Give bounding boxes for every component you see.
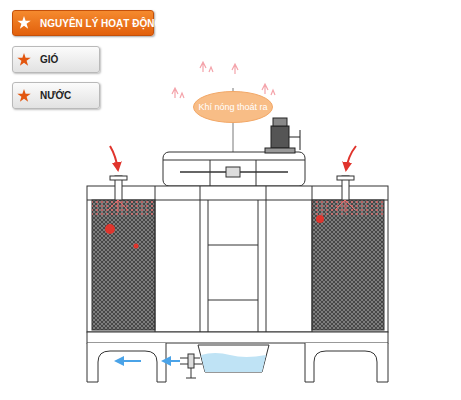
- steam-marks-part: [262, 84, 268, 94]
- water-droplets-part: [105, 224, 115, 234]
- tower-base-part: [87, 343, 166, 382]
- water-basin-part: [186, 378, 196, 379]
- fan-motor-part: [300, 130, 301, 150]
- tower-body-part: [87, 186, 388, 332]
- fan-motor-part: [271, 126, 289, 148]
- water-basin-part: [201, 353, 266, 372]
- tower-body-part: [266, 186, 267, 332]
- water-out-arrows-part: [116, 360, 141, 362]
- sprinkler-pipes: [108, 176, 355, 212]
- tower-body-part: [208, 200, 209, 332]
- tower-base-part: [305, 343, 388, 382]
- water-out-arrows-part: [163, 360, 180, 362]
- star-icon: [17, 53, 30, 66]
- fan-motor-part: [265, 148, 295, 153]
- node-label: NGUYÊN LÝ HOẠT ĐỘNG: [40, 18, 162, 29]
- sprinkler-pipes-part: [337, 176, 354, 180]
- tower-body-part: [155, 186, 156, 332]
- water-droplets-part: [316, 215, 324, 223]
- node-label: GIÓ: [40, 54, 58, 65]
- steam-marks-part: [180, 93, 184, 98]
- callout-ellipse: Khí nóng thoát ra: [193, 91, 273, 123]
- water-in-arrows: [110, 146, 356, 170]
- fan-motor: [265, 118, 300, 153]
- steam-marks-part: [271, 90, 275, 95]
- tower-body-part: [312, 200, 384, 216]
- water-droplets-part: [134, 244, 139, 249]
- water-droplets: [105, 215, 324, 249]
- steam-marks-part: [200, 62, 206, 72]
- fan-stack-part: [163, 160, 305, 161]
- node-label: NƯỚC: [40, 90, 71, 101]
- water-basin-part: [198, 345, 269, 372]
- fan-motor-part: [289, 137, 300, 138]
- fan-stack-part: [226, 167, 240, 177]
- tower-body-part: [312, 186, 313, 332]
- ellipse-shape: [194, 92, 273, 123]
- menu-button: GIÓ: [12, 46, 100, 73]
- water-in-arrows-part: [110, 146, 118, 170]
- steam-marks-part: [172, 88, 178, 98]
- menu-button-active: NGUYÊN LÝ HOẠT ĐỘNG: [12, 10, 154, 36]
- fan-stack-part: [163, 152, 305, 186]
- tower-body-part: [200, 186, 201, 332]
- tower-base-part: [87, 332, 388, 343]
- tower-body-part: [208, 245, 258, 246]
- water-basin-part: [188, 354, 194, 368]
- water-out-arrows: [116, 360, 180, 362]
- tower-body-part: [92, 200, 155, 330]
- node-label: Khí nóng thoát ra: [198, 102, 267, 112]
- water-basin-part: [191, 368, 192, 378]
- sprinkler-pipes-part: [335, 200, 355, 212]
- tower-body-part: [208, 300, 258, 301]
- sprinkler-pipes-part: [110, 176, 127, 180]
- fan-motor-part: [273, 118, 287, 126]
- water-basin: [180, 345, 269, 378]
- star-icon: [17, 89, 30, 102]
- fan-stack-part: [256, 160, 257, 186]
- water-in-arrows-part: [346, 146, 356, 170]
- sprinkler-pipes-part: [108, 200, 128, 212]
- tower-body-part: [312, 200, 384, 330]
- tower-body-part: [258, 200, 259, 332]
- tower-body: [87, 186, 388, 332]
- tower-body-part: [92, 200, 155, 216]
- steam-marks-part: [209, 67, 213, 72]
- fan-stack-part: [210, 160, 211, 186]
- star-icon: [17, 16, 30, 29]
- menu-button: NƯỚC: [12, 82, 100, 109]
- steam-marks-part: [232, 64, 238, 74]
- fan-stack: [163, 152, 305, 186]
- tower-base: [87, 332, 388, 382]
